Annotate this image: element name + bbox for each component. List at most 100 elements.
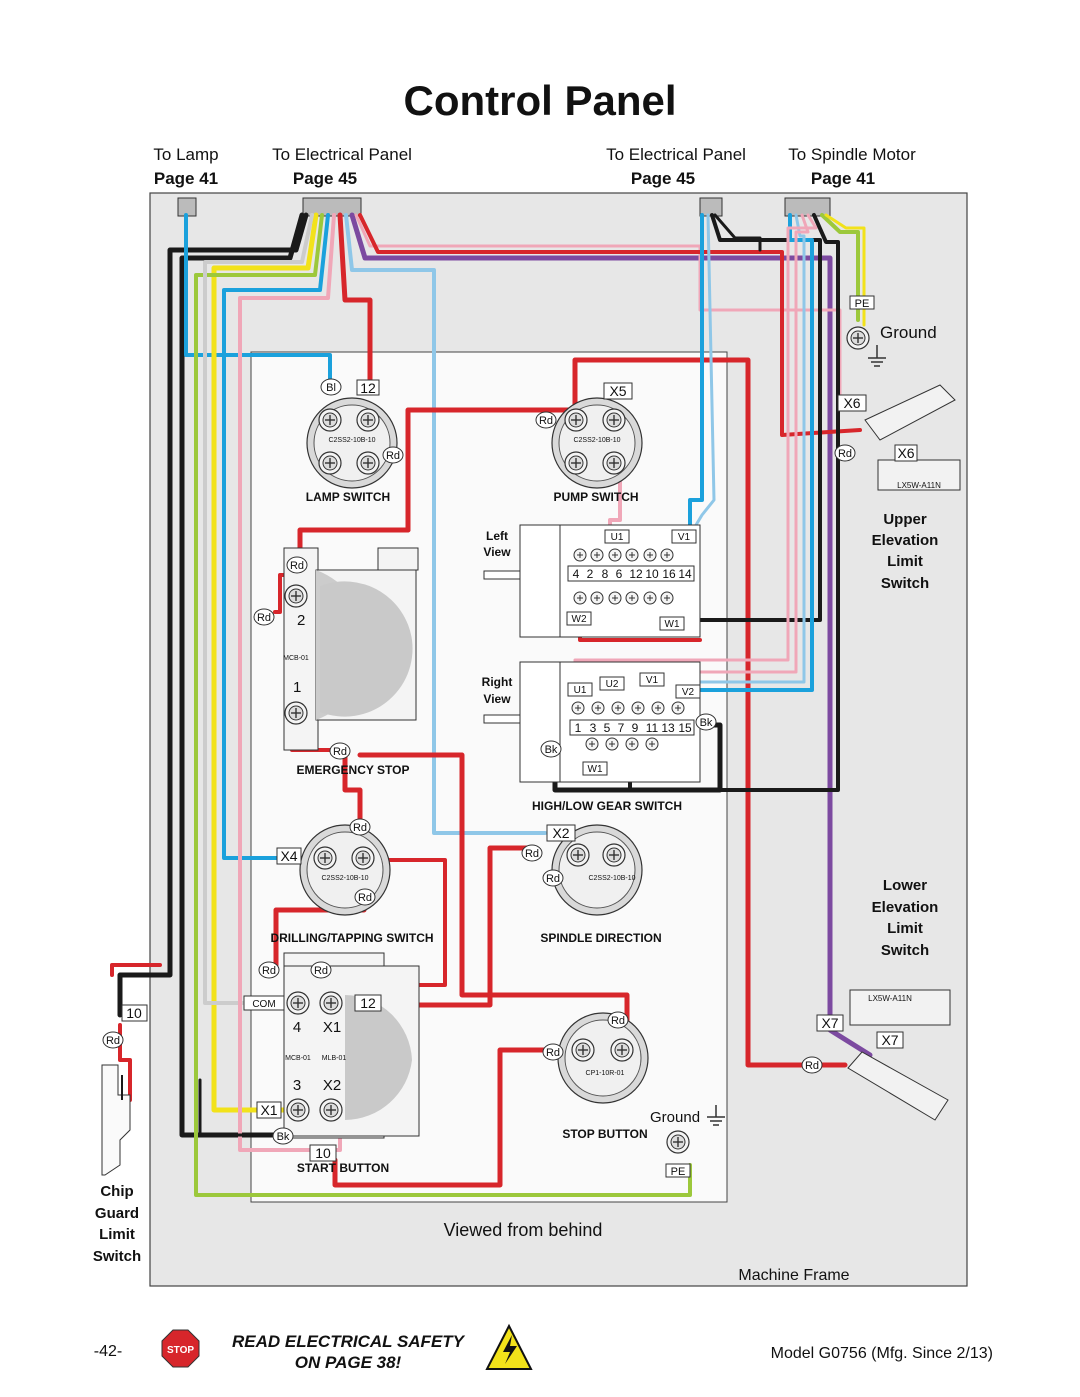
start-terminal-3: 3 [293, 1077, 301, 1094]
right-row-5: 11 [646, 721, 659, 735]
term-u1-left: U1 [611, 532, 624, 543]
tag-rd-estop-2: Rd [257, 612, 271, 624]
machine-frame-label: Machine Frame [738, 1267, 849, 1284]
tag-bl: Bl [326, 382, 336, 394]
chip-label-1: Chip [100, 1183, 133, 1200]
ref-lamp-page: Page 41 [154, 169, 218, 188]
estop-label: EMERGENCY STOP [297, 763, 410, 777]
terminal-x7-a: X7 [821, 1015, 838, 1031]
direction-switch-label: SPINDLE DIRECTION [540, 931, 661, 945]
emergency-stop: 2 1 MCB-01 Rd Rd Rd EMERGENCY STOP [253, 547, 419, 777]
left-row-3: 6 [616, 567, 623, 581]
upper-label-4: Switch [881, 575, 929, 592]
ground-bottom: Ground PE [650, 1105, 725, 1178]
right-row-4: 9 [632, 721, 639, 735]
lower-part-number: LX5W-A11N [868, 994, 912, 1003]
tag-rd-lamp: Rd [386, 450, 400, 462]
tag-rd-drill-2: Rd [358, 892, 372, 904]
stop-button-label: STOP BUTTON [562, 1127, 647, 1141]
chip-guard-limit-switch: 10 Rd Chip Guard Limit Switch [93, 1004, 148, 1265]
ref-motor-label: To Spindle Motor [788, 145, 916, 164]
left-row-5: 10 [645, 567, 659, 581]
start-terminal-x1-a: X1 [323, 1019, 341, 1036]
tag-rd-drill-1: Rd [353, 822, 367, 834]
right-view-label-1: Right [482, 675, 513, 689]
stop-button: CP1-10R-01 Rd Rd STOP BUTTON [542, 1011, 649, 1141]
ground-label-bottom: Ground [650, 1109, 700, 1126]
warning-lightning-icon [485, 1323, 533, 1370]
upper-label-2: Elevation [872, 532, 939, 549]
terminal-x6-a: X6 [843, 395, 860, 411]
terminal-x5: X5 [609, 383, 626, 399]
ref-panel-right-page: Page 45 [631, 169, 695, 188]
start-terminal-x2: X2 [323, 1077, 341, 1094]
right-row-6: 13 [661, 721, 675, 735]
pump-switch-label: PUMP SWITCH [553, 490, 638, 504]
ref-lamp-label: To Lamp [153, 145, 218, 164]
start-terminal-10: 10 [315, 1145, 331, 1161]
ground-top: PE Ground [846, 295, 937, 367]
terminal-x7-b: X7 [881, 1032, 898, 1048]
stop-part-number: CP1-10R-01 [586, 1070, 625, 1077]
highlow-switch-label: HIGH/LOW GEAR SWITCH [532, 799, 682, 813]
lower-elevation-limit-switch: Lower Elevation Limit Switch LX5W-A11N X… [801, 877, 951, 1121]
start-button: COM 12 4 X1 3 X2 MCB-01 MLB-01 X1 10 Rd … [243, 952, 420, 1175]
direction-part-number: C2SS2-10B-10 [588, 875, 635, 882]
tag-rd-lower: Rd [805, 1060, 819, 1072]
upper-label-1: Upper [883, 511, 927, 528]
top-references: To Lamp Page 41 To Electrical Panel Page… [153, 145, 916, 188]
chip-label-4: Switch [93, 1248, 141, 1265]
cable-glands [177, 197, 831, 217]
lamp-switch-label: LAMP SWITCH [306, 490, 390, 504]
term-u1-right: U1 [574, 685, 587, 696]
term-v2-right: V2 [682, 687, 695, 698]
pump-switch: C2SS2-10B-10 PUMP SWITCH [551, 397, 643, 504]
tag-rd-estop-3: Rd [333, 746, 347, 758]
tag-rd-dir-2: Rd [546, 873, 560, 885]
left-row-4: 12 [629, 567, 643, 581]
lamp-part-number: C2SS2-10B-10 [328, 437, 375, 444]
term-w1-left: W1 [665, 619, 680, 630]
right-row-1: 3 [590, 721, 597, 735]
stop-sign-icon: STOP [161, 1329, 200, 1368]
tag-bk-hl-2: Bk [700, 717, 713, 729]
start-part-mlb: MLB-01 [322, 1055, 347, 1062]
term-v1-left: V1 [678, 532, 691, 543]
ref-panel-right-label: To Electrical Panel [606, 145, 746, 164]
start-button-label: START BUTTON [297, 1161, 389, 1175]
term-w1-right: W1 [588, 764, 603, 775]
estop-part-number: MCB-01 [283, 655, 309, 662]
left-view-label-2: View [483, 545, 511, 559]
viewed-from-behind: Viewed from behind [444, 1220, 603, 1240]
estop-terminal-2: 2 [297, 612, 305, 629]
chip-terminal-10: 10 [126, 1005, 142, 1021]
left-row-1: 2 [587, 567, 594, 581]
page-title: Control Panel [403, 77, 676, 124]
tag-rd-chip: Rd [106, 1035, 120, 1047]
start-terminal-12: 12 [360, 995, 376, 1011]
stop-sign-text: STOP [167, 1345, 194, 1356]
left-row-2: 8 [602, 567, 609, 581]
right-row-2: 5 [604, 721, 611, 735]
terminal-x2: X2 [552, 825, 569, 841]
tag-rd-start-1: Rd [262, 965, 276, 977]
tag-rd-stop-2: Rd [546, 1047, 560, 1059]
terminal-x6-b: X6 [897, 445, 914, 461]
right-view-block: Right View U1 U2 V1 V2 1 3 5 7 9 11 13 1… [482, 661, 717, 813]
tag-rd-pump: Rd [539, 415, 553, 427]
term-v1-right: V1 [646, 675, 659, 686]
lamp-switch: C2SS2-10B-10 LAMP SWITCH [306, 397, 398, 504]
chip-label-2: Guard [95, 1205, 139, 1222]
tag-bk-hl-1: Bk [545, 744, 558, 756]
tag-rd-dir-1: Rd [525, 848, 539, 860]
drill-part-number: C2SS2-10B-10 [321, 875, 368, 882]
start-terminal-4: 4 [293, 1019, 301, 1036]
chip-label-3: Limit [99, 1226, 135, 1243]
left-row-7: 14 [678, 567, 692, 581]
right-row-0: 1 [575, 721, 582, 735]
safety-line-2: ON PAGE 38! [295, 1353, 402, 1372]
tag-rd-estop-1: Rd [290, 560, 304, 572]
left-view-label-1: Left [486, 529, 508, 543]
ref-panel-left-label: To Electrical Panel [272, 145, 412, 164]
terminal-x4: X4 [280, 848, 297, 864]
